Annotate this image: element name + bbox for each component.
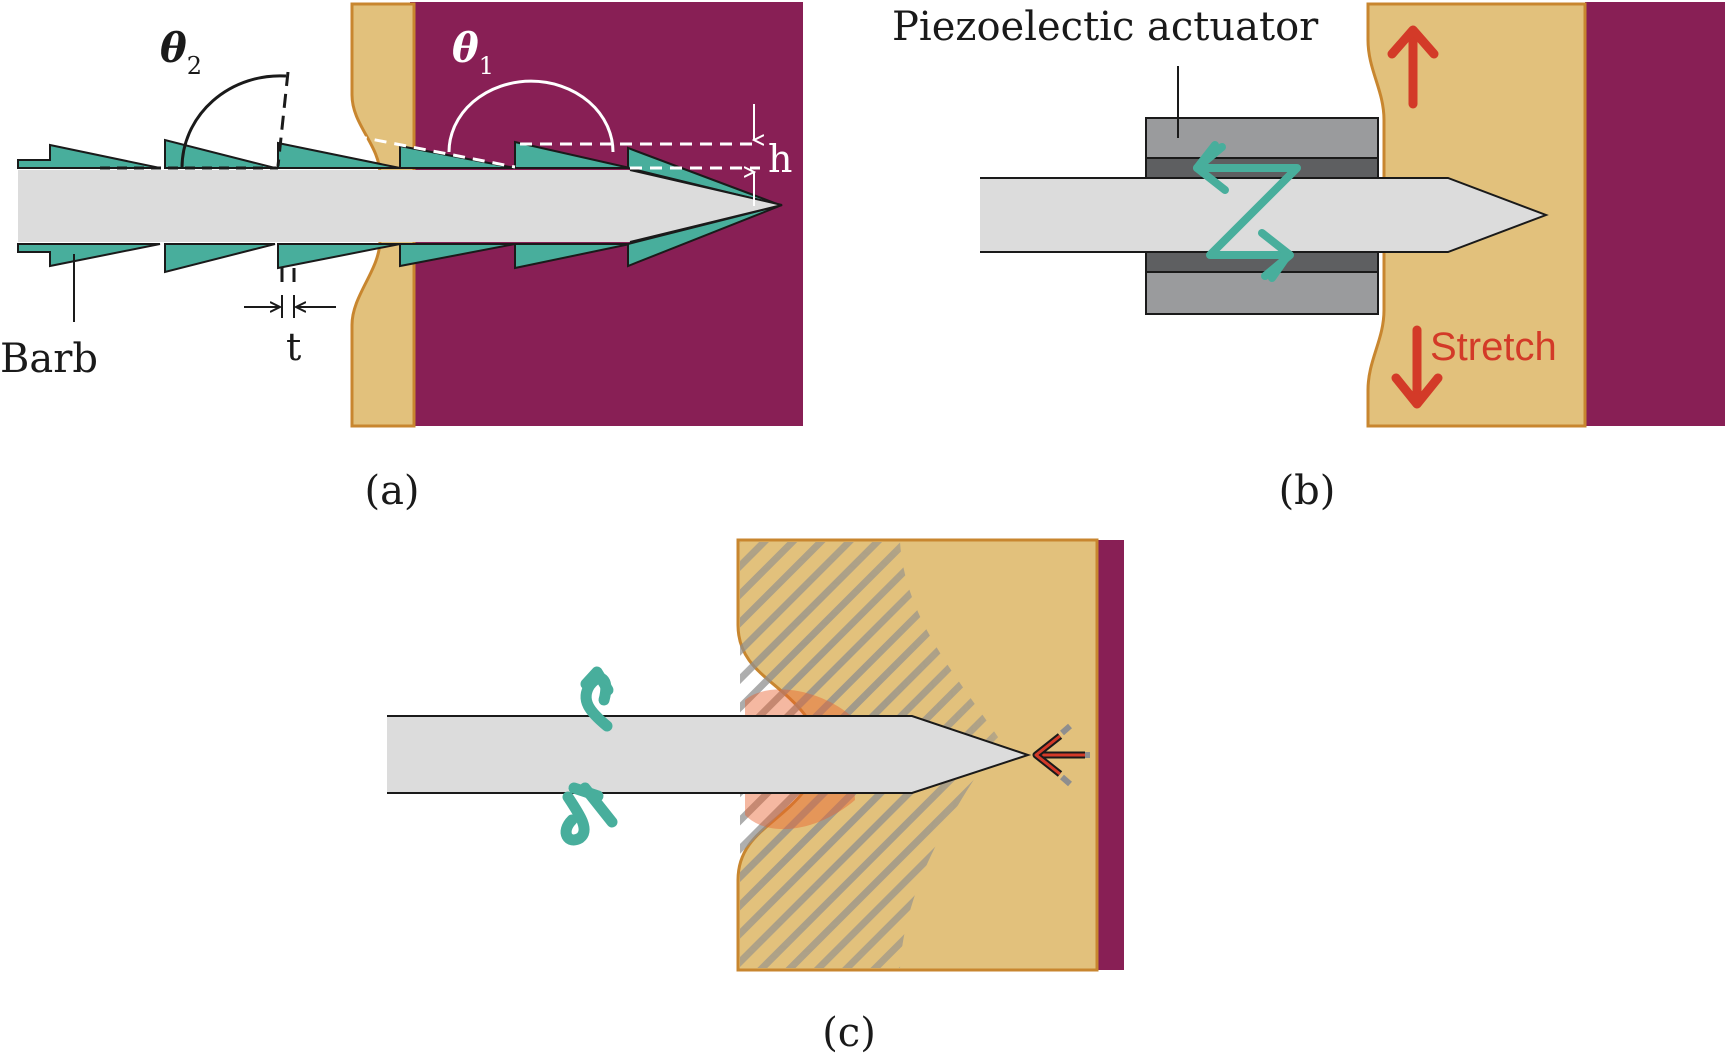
theta1-label: θ1 — [452, 25, 494, 80]
panel-a: h t Barb θ2 θ1 (a) — [0, 2, 803, 514]
theta2-dashed-flank — [276, 71, 290, 167]
stretch-label: Stretch — [1430, 325, 1557, 369]
rotation-arrow-bottom — [560, 782, 618, 846]
theta1-arc — [447, 79, 615, 153]
caption-c: (c) — [822, 1010, 876, 1056]
stretch-arrow-up — [1387, 25, 1439, 109]
tip-force-arrow — [1032, 723, 1085, 787]
actuator-bottom-block — [1145, 271, 1379, 315]
barb-label: Barb — [0, 336, 98, 382]
muscle-strip-c — [1096, 540, 1124, 970]
barbs-lower — [17, 204, 783, 274]
h-label: h — [768, 137, 792, 181]
theta1-extension-line — [354, 134, 516, 169]
muscle-block-b — [1585, 2, 1725, 426]
theta2-arc — [180, 74, 287, 169]
barbed-needle-shaft — [18, 170, 782, 242]
actuator-label: Piezoelectic actuator — [892, 4, 1319, 50]
needle-c — [387, 715, 1032, 794]
caption-a: (a) — [364, 468, 419, 514]
stretch-arrow-down — [1391, 325, 1443, 409]
theta2-label: θ2 — [160, 25, 202, 80]
actuator-top-block — [1145, 117, 1379, 159]
t-label: t — [286, 325, 301, 369]
panel-b: Piezoelectic actuator Stretch (b) — [892, 2, 1725, 514]
panel-c: (c) — [387, 538, 1124, 1056]
caption-b: (b) — [1279, 468, 1336, 514]
needle-b — [980, 177, 1549, 253]
rotation-arrow-top — [580, 666, 614, 732]
